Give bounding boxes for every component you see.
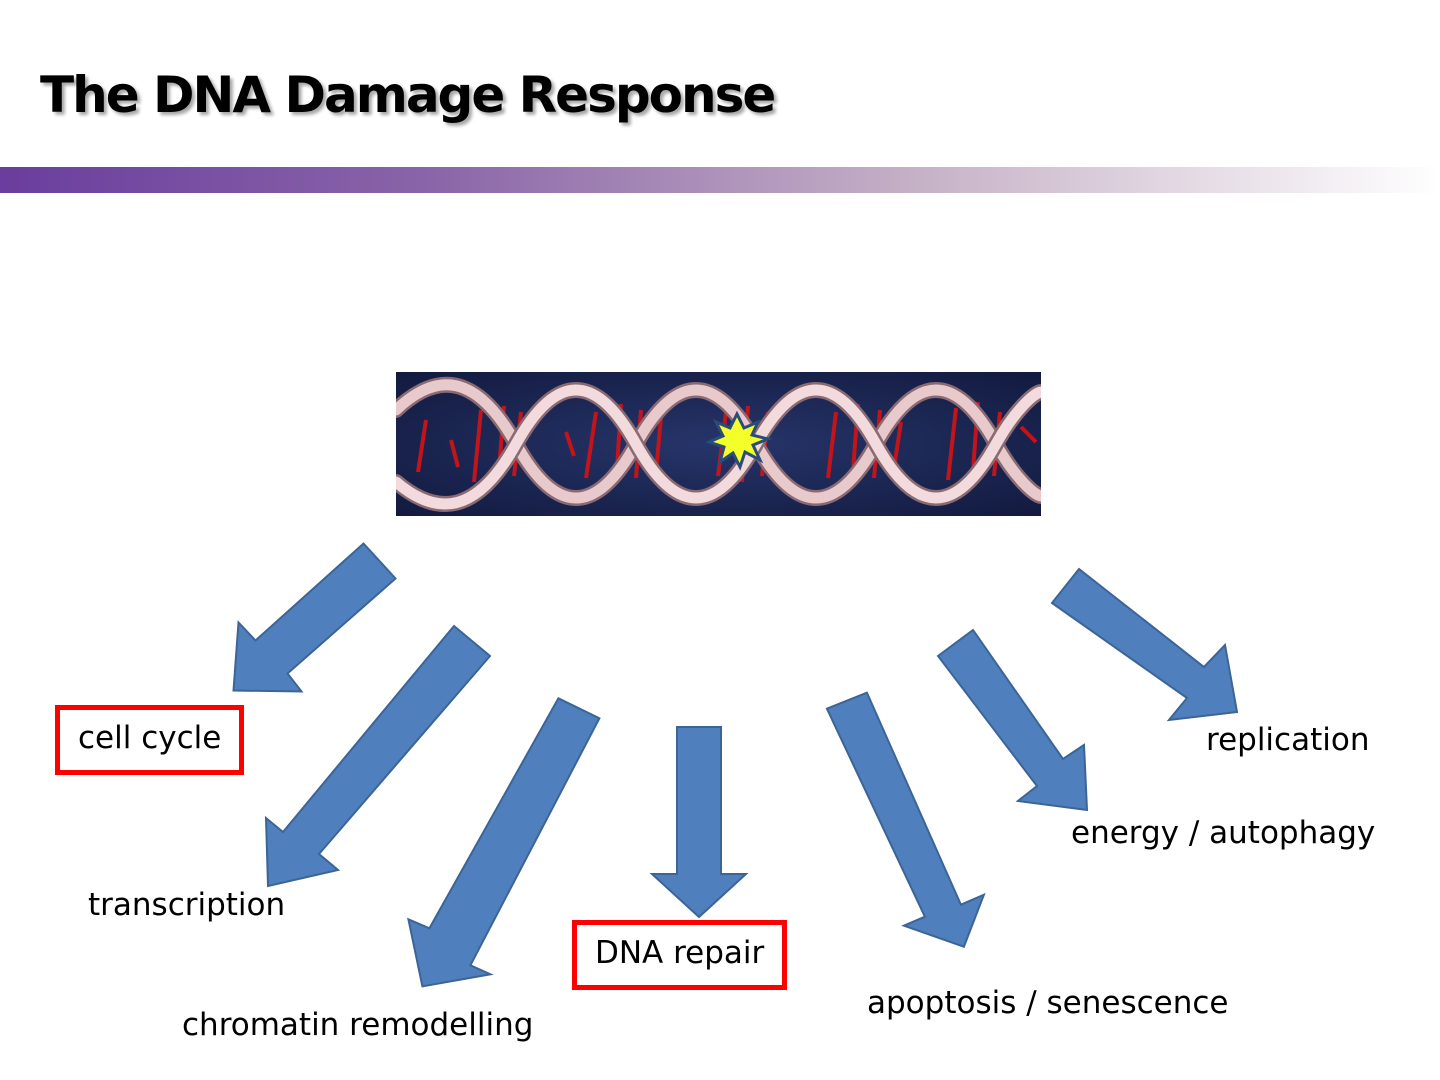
dna-strand-b	[396, 384, 1041, 510]
arrow-to-cell-cycle	[232, 542, 397, 693]
outcome-energy-autophagy: energy / autophagy	[1071, 815, 1376, 851]
outcome-transcription: transcription	[88, 887, 286, 923]
arrow-to-chromatin-remodelling	[407, 696, 601, 988]
slide-title: The DNA Damage Response	[40, 66, 776, 124]
arrow-to-replication	[1050, 567, 1239, 722]
arrow-to-apoptosis-senescence	[825, 691, 986, 948]
outcome-replication: replication	[1206, 722, 1370, 758]
title-gradient-rule	[0, 167, 1440, 193]
outcome-dna-repair: DNA repair	[595, 935, 765, 971]
arrow-to-energy-autophagy	[936, 628, 1089, 812]
outcome-cell-cycle-box: cell cycle	[55, 705, 245, 775]
outcome-apoptosis-senescence: apoptosis / senescence	[867, 985, 1229, 1021]
dna-double-helix-image	[396, 372, 1041, 516]
arrow-to-dna-repair	[649, 726, 749, 919]
arrow-to-transcription	[264, 624, 492, 888]
outcome-cell-cycle: cell cycle	[78, 720, 222, 756]
outcome-chromatin-remodelling: chromatin remodelling	[182, 1007, 534, 1043]
damage-burst-icon	[704, 410, 773, 471]
outcome-dna-repair-box: DNA repair	[572, 920, 788, 990]
